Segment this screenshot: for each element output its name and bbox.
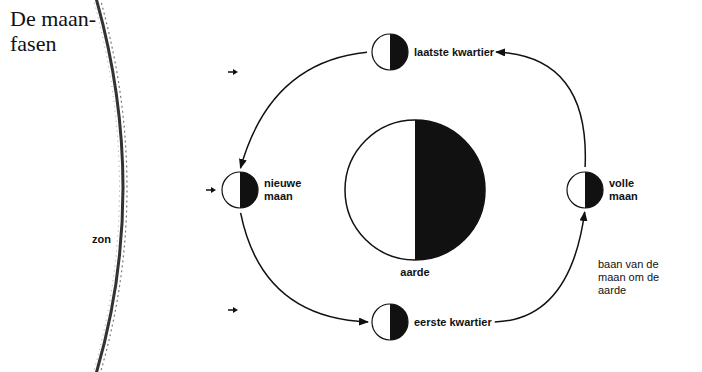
moon-phase-label: laatste kwartier xyxy=(414,46,494,59)
earth-shape xyxy=(343,118,487,262)
sun-ray xyxy=(206,187,216,193)
sun-edge xyxy=(96,0,123,372)
sun-label: zon xyxy=(92,233,111,246)
moon-phase-label: eerste kwartier xyxy=(414,316,492,329)
diagram-title: De maan- fasen xyxy=(10,6,110,56)
earth-node: aarde xyxy=(343,118,487,279)
orbit-label: baan van de maan om de aarde xyxy=(598,258,670,297)
orbit-arrow xyxy=(495,212,585,322)
sun-texture xyxy=(100,0,127,372)
sun-texture xyxy=(93,0,120,372)
moon-phase-shape xyxy=(565,170,605,210)
moon-phase-node: nieuwe maan xyxy=(220,170,301,210)
moon-phase-node: laatste kwartier xyxy=(370,32,494,72)
orbit-arrow xyxy=(241,52,368,168)
earth-label: aarde xyxy=(400,266,429,279)
orbit-arrow xyxy=(496,52,585,167)
moon-phase-label: volle maan xyxy=(609,177,638,203)
moon-phase-node: eerste kwartier xyxy=(370,302,492,342)
moon-phase-label: nieuwe maan xyxy=(264,177,301,203)
moon-phase-shape xyxy=(370,302,410,342)
moon-phase-shape xyxy=(370,32,410,72)
sun-ray xyxy=(228,307,238,313)
sun-ray xyxy=(228,69,238,75)
moon-phase-node: volle maan xyxy=(565,170,638,210)
orbit-arrow xyxy=(241,213,368,322)
moon-phase-shape xyxy=(220,170,260,210)
